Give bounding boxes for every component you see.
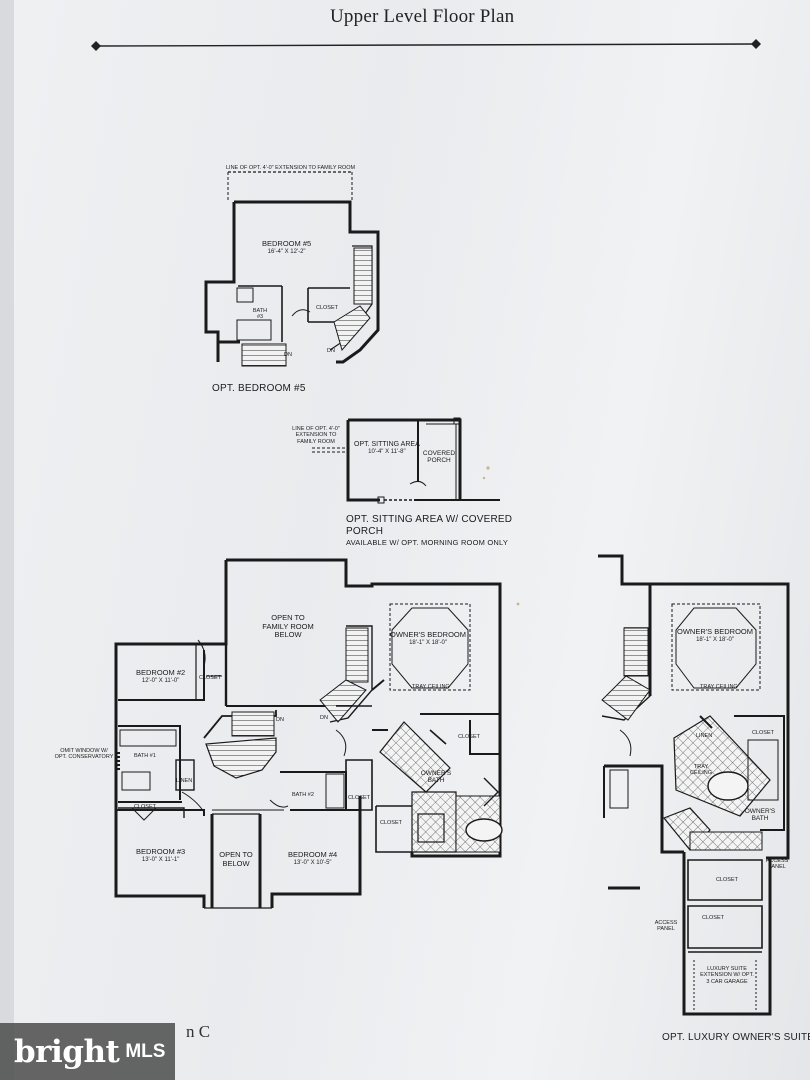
bedroom4-name: BEDROOM #4 — [288, 850, 338, 859]
bath1-label: BATH #1 — [134, 753, 156, 759]
bedroom5-dim: 16'-4" X 12'-2" — [267, 248, 306, 255]
lux-caption: OPT. LUXURY OWNER'S SUITE — [662, 1032, 810, 1043]
bedroom3-name: BEDROOM #3 — [136, 847, 186, 856]
opt-bedroom5-caption: OPT. BEDROOM #5 — [212, 383, 306, 394]
lux-owners-bath: OWNER'S BATH — [744, 808, 776, 823]
title-rule — [91, 39, 761, 51]
bedroom2-closet: CLOSET — [199, 675, 222, 681]
bedroom3-dim: 13'-0" X 11'-1" — [141, 856, 180, 863]
owners-closet-2: CLOSET — [380, 820, 403, 826]
owners-bedroom-dim: 18'-1" X 18'-0" — [409, 639, 447, 646]
bright-mls-logo: bright MLS — [0, 1023, 175, 1080]
bedroom2-label: BEDROOM #2 12'-0" X 11'-0" — [136, 668, 186, 685]
main-dn-2: DN — [320, 715, 328, 721]
paper-stain — [482, 466, 520, 606]
lux-closet-3: CLOSET — [702, 915, 725, 921]
sitting-extension-note: LINE OF OPT. 4'-0" EXTENSION TO FAMILY R… — [292, 426, 340, 445]
bedroom5-label: BEDROOM #5 16'-4" X 12'-2" — [262, 239, 312, 256]
luxury-suite-plan — [598, 554, 790, 1016]
lux-owners-bedroom-dim: 18'-1" X 18'-0" — [696, 636, 734, 643]
sitting-caption-line1: OPT. SITTING AREA W/ COVERED — [346, 514, 513, 525]
bath3-label: BATH #3 — [252, 308, 268, 321]
bath2-closet: CLOSET — [348, 795, 371, 801]
bedroom4-label: BEDROOM #4 13'-0" X 10'-5" — [288, 850, 338, 867]
bath1-linen: LINEN — [176, 778, 193, 784]
lux-closet-1: CLOSET — [752, 730, 775, 736]
sitting-area-label: OPT. SITTING AREA 10'-4" X 11'-8" — [354, 441, 420, 456]
sheet-fragment-text: n C — [186, 1022, 211, 1041]
lux-access-panel-1: ACCESS PANEL — [765, 858, 789, 871]
bedroom5-name: BEDROOM #5 — [262, 239, 312, 248]
lux-tray-ceiling: TRAY CEILING — [700, 684, 738, 690]
sitting-area-name: OPT. SITTING AREA — [354, 441, 420, 448]
lux-owners-bedroom-label: OWNER'S BEDROOM 18'-1" X 18'-0" — [677, 627, 754, 644]
open-to-below-label: OPEN TO BELOW — [219, 850, 253, 868]
sitting-area-plan — [312, 417, 500, 504]
lux-closet-2: CLOSET — [716, 877, 739, 883]
covered-porch-label: COVERED PORCH — [422, 450, 456, 465]
open-to-family-label: OPEN TO FAMILY ROOM BELOW — [262, 613, 314, 640]
lux-owners-bedroom-name: OWNER'S BEDROOM — [677, 627, 754, 636]
bedroom2-name: BEDROOM #2 — [136, 668, 186, 677]
lux-tray-ceiling-bath: TRAY CEILING — [689, 764, 712, 777]
lux-linen: LINEN — [696, 733, 713, 739]
opt-bedroom5-plan — [204, 171, 380, 367]
bedroom2-dim: 12'-0" X 11'-0" — [141, 677, 180, 684]
bed5-extension-note: LINE OF OPT. 4'-0" EXTENSION TO FAMILY R… — [226, 165, 356, 171]
sitting-caption-line2: PORCH — [346, 526, 384, 537]
plan-sheet — [14, 0, 810, 1080]
owners-closet-1: CLOSET — [458, 734, 481, 740]
bath2-label: BATH #2 — [292, 792, 314, 798]
main-dn-1: DN — [276, 717, 284, 723]
logo-suffix: MLS — [125, 1040, 166, 1062]
owners-bedroom-label: OWNER'S BEDROOM 18'-1" X 18'-0" — [390, 630, 467, 647]
tray-ceiling-label: TRAY CEILING — [412, 684, 450, 690]
page-title: Upper Level Floor Plan — [330, 6, 515, 27]
bedroom3-label: BEDROOM #3 13'-0" X 11'-1" — [136, 847, 186, 864]
owners-bath-label: OWNER'S BATH — [420, 770, 452, 785]
owners-bedroom-name: OWNER'S BEDROOM — [390, 630, 467, 639]
lux-extension-note: LUXURY SUITE EXTENSION W/ OPT. 3 CAR GAR… — [700, 966, 754, 985]
sitting-caption-line3: AVAILABLE W/ OPT. MORNING ROOM ONLY — [346, 538, 509, 547]
omit-window-note: OMIT WINDOW W/ OPT. CONSERVATORY — [54, 748, 114, 761]
logo-word: bright — [14, 1033, 120, 1070]
bed5-dn-2: DN — [327, 348, 335, 354]
bed5-dn-1: DN — [284, 352, 292, 358]
lux-access-panel-2: ACCESS PANEL — [654, 920, 678, 933]
bed5-closet: CLOSET — [316, 305, 339, 311]
sitting-area-dim: 10'-4" X 11'-8" — [368, 449, 406, 456]
hall-closet: CLOSET — [134, 804, 157, 810]
main-upper-plan — [114, 558, 503, 909]
bedroom4-dim: 13'-0" X 10'-5" — [293, 859, 332, 866]
